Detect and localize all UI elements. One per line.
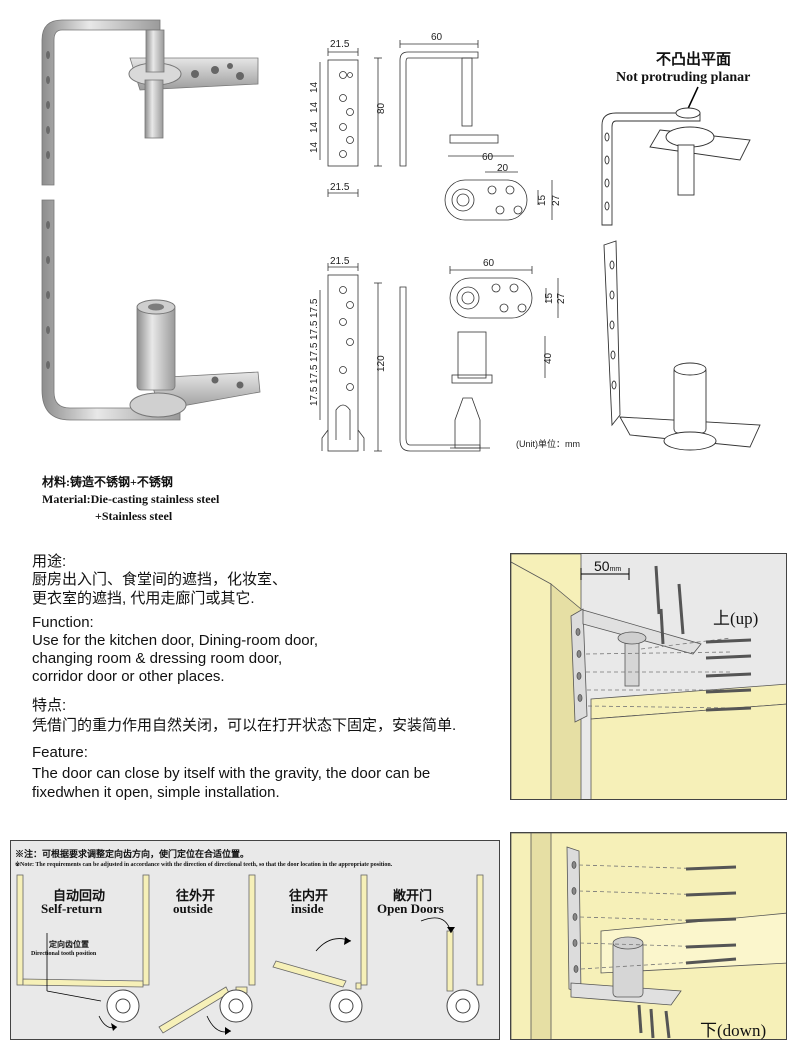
mode-3-en: inside [291, 901, 324, 916]
mode-1-cn: 自动回动 [53, 888, 106, 903]
mode-2-en: outside [173, 901, 213, 916]
use-line-1: 厨房出入门、食堂间的遮挡，化妆室、 [32, 571, 288, 588]
dim-top-height: 80 [376, 102, 387, 114]
mode-3-cn: 往内开 [289, 888, 329, 903]
dim-bottom-spacing-1: 17.5 [309, 298, 320, 318]
dim-top-bottom-width: 21.5 [330, 182, 350, 193]
unit-label: (Unit)单位：mm [516, 438, 580, 449]
dim-plate-length: 60 [482, 152, 494, 163]
dim-top-spacing-2: 14 [309, 101, 320, 113]
material-cn: 材料:铸造不锈钢+不锈钢 [42, 475, 173, 489]
function-title: Function: [32, 614, 94, 631]
modes-panel: ※注：可根据要求调整定向齿方向，使门定位在合适位置。 ※Note: The re… [10, 840, 500, 1040]
down-label: 下(down) [700, 1021, 767, 1040]
install-down-panel [510, 832, 787, 1040]
dim-top-side-length: 60 [431, 32, 443, 43]
dim-bottom-plate-length: 60 [483, 258, 495, 269]
dim-bottom-spacing-5: 17.5 [309, 386, 320, 406]
tooth-en: Directional tooth position [31, 951, 97, 957]
function-line-3: corridor door or other places. [32, 668, 225, 685]
dim-top-spacing-4: 14 [309, 141, 320, 153]
dim-plate-h2: 27 [551, 194, 562, 206]
feature-cn: 凭借门的重力作用自然关闭，可以在打开状态下固定，安装简单. [32, 717, 457, 734]
material-en: Material:Die-casting stainless steel [42, 492, 220, 506]
feature-line-1: The door can close by itself with the gr… [32, 765, 431, 782]
not-protruding-en: Not protruding planar [616, 70, 751, 85]
mode-4-en: Open Doors [377, 901, 444, 916]
function-line-1: Use for the kitchen door, Dining-room do… [32, 632, 318, 649]
mode-1-en: Self-return [41, 901, 103, 916]
feature-line-2: fixedwhen it open, simple installation. [32, 784, 280, 801]
use-title: 用途: [32, 553, 67, 570]
installed-hinge-drawing [601, 86, 761, 451]
function-line-2: changing room & dressing room door, [32, 650, 283, 667]
modes-note-en: ※Note: The requirements can be adjusted … [15, 862, 393, 868]
use-line-2: 更衣室的遮挡, 代用走廊门或其它. [32, 590, 255, 607]
tooth-cn: 定向齿位置 [49, 940, 89, 949]
dim-plate-hole: 20 [497, 163, 509, 174]
mode-4-cn: 敞开门 [393, 888, 433, 903]
install-up-panel [510, 553, 787, 800]
dim-plate-h1: 15 [537, 194, 548, 206]
dim-bottom-width: 21.5 [330, 256, 350, 267]
dim-bottom-spacing-4: 17.5 [309, 364, 320, 384]
dim-pin-height: 40 [543, 352, 554, 364]
hinge-photo [41, 19, 261, 421]
install-dim: 50mm [594, 558, 621, 574]
dim-top-spacing-1: 14 [309, 81, 320, 93]
technical-drawings: 21.5 80 14 14 14 14 21.5 60 60 20 15 27 … [309, 32, 580, 452]
feature-title: Feature: [32, 744, 88, 761]
dim-top-width: 21.5 [330, 39, 350, 50]
dim-bottom-spacing-2: 17.5 [309, 320, 320, 340]
not-protruding-cn: 不凸出平面 [656, 52, 732, 68]
dim-bottom-plate-h2: 27 [556, 292, 567, 304]
up-label: 上(up) [713, 609, 759, 628]
material-en-2: +Stainless steel [95, 509, 173, 523]
dim-bottom-plate-h1: 15 [544, 292, 555, 304]
install-dim-unit: mm [609, 566, 622, 573]
mode-2-cn: 往外开 [176, 888, 216, 903]
install-dim-value: 50 [594, 558, 610, 574]
dim-bottom-height: 120 [376, 355, 387, 372]
feature-cn-title: 特点: [32, 697, 67, 714]
dim-bottom-spacing-3: 17.5 [309, 342, 320, 362]
dim-top-spacing-3: 14 [309, 121, 320, 133]
modes-note-cn: ※注：可根据要求调整定向齿方向，使门定位在合适位置。 [15, 849, 250, 859]
